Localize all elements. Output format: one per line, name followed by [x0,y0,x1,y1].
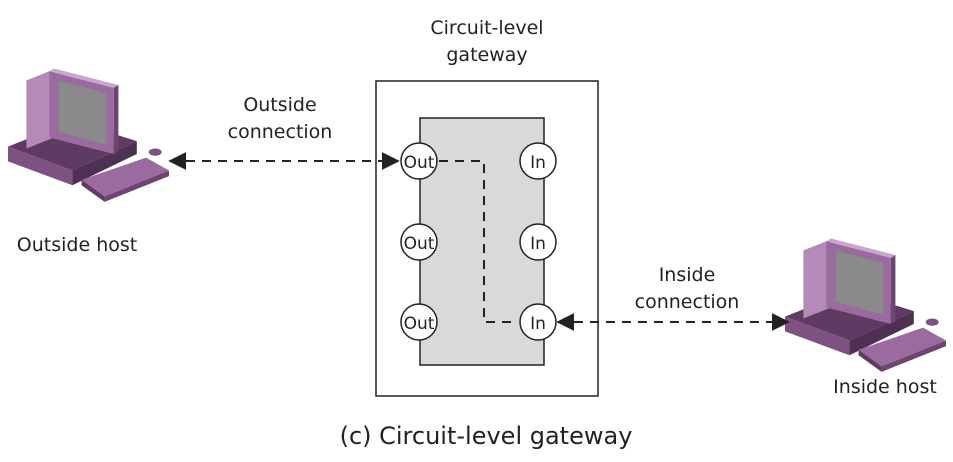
outside-connection-line2: connection [210,119,350,146]
outside-connection-label: Outside connection [210,92,350,146]
gateway-title-line2: gateway [420,42,554,69]
inside-connection-line2: connection [612,289,762,316]
out-ports: Out Out Out [401,143,437,340]
outside-host-computer-icon [8,68,169,201]
outside-connection-line1: Outside [210,92,350,119]
in-port-label-2: In [530,234,546,254]
in-ports: In In In [520,143,556,340]
diagram-caption: (c) Circuit-level gateway [296,420,676,452]
out-port-label-1: Out [404,153,435,173]
out-port-label-2: Out [404,234,435,254]
inside-host-label: Inside host [820,374,950,401]
inside-connection-label: Inside connection [612,262,762,316]
gateway-title: Circuit-level gateway [420,15,554,69]
in-port-label-3: In [530,314,546,334]
inside-connection-line1: Inside [612,262,762,289]
in-port-label-1: In [530,153,546,173]
out-port-label-3: Out [404,314,435,334]
gateway-title-line1: Circuit-level [420,15,554,42]
inside-host-computer-icon [785,238,946,371]
outside-host-label: Outside host [2,232,152,259]
